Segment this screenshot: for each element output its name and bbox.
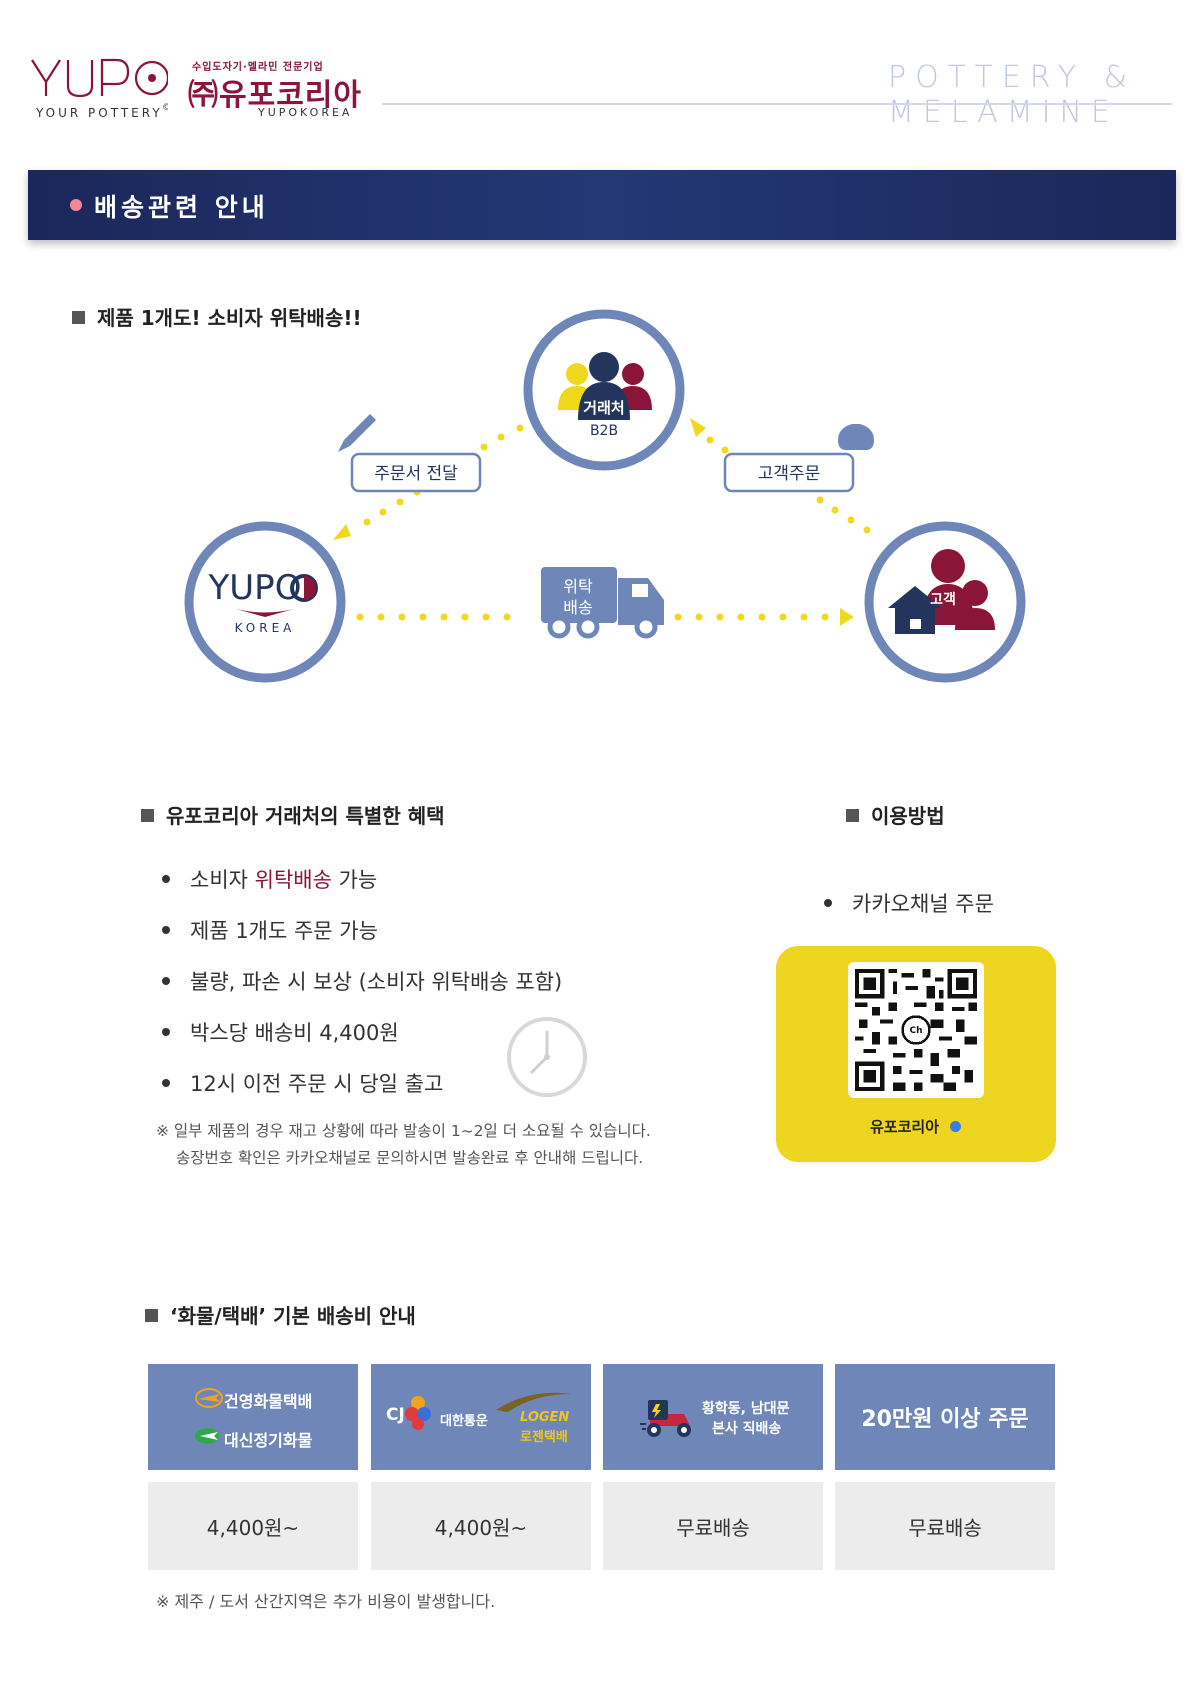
benefits-heading: 유포코리아 거래처의 특별한 혜택 <box>141 800 445 829</box>
svg-text:©: © <box>162 103 168 113</box>
truck-logo-icon <box>195 1428 219 1444</box>
bullet-icon <box>824 899 832 907</box>
qr-code-pattern <box>855 969 977 1091</box>
carrier-header-kyungdong <box>148 1364 358 1470</box>
carrier-name-1a: 건영화물택배 <box>224 1392 313 1411</box>
header-right-text: POTTERY & MELAMINE <box>888 60 1136 130</box>
bullet-icon <box>162 977 170 985</box>
customer-order-label: 고객주문 <box>758 464 821 484</box>
price-cell-2: 4,400원~ <box>371 1482 591 1570</box>
square-bullet-icon <box>141 809 154 822</box>
cj-brand: CJ <box>386 1405 405 1425</box>
brand-name: ㈜유포코리아 <box>188 78 362 113</box>
benefits-note-1: ※ 일부 제품의 경우 재고 상황에 따라 발송이 1~2일 더 소요될 수 있… <box>156 1122 651 1140</box>
yupo-node-sub: KOREA <box>235 621 296 635</box>
direct-delivery-line1: 황학동, 남대문 <box>702 1401 790 1417</box>
benefit-item: 박스당 배송비 4,400원 <box>162 1017 399 1047</box>
customer-node <box>864 521 1026 683</box>
benefit-item: 불량, 파손 시 보상 (소비자 위탁배송 포함) <box>162 966 562 996</box>
usage-heading: 이용방법 <box>846 800 945 829</box>
usage-item: 카카오채널 주문 <box>824 888 994 918</box>
yupo-logo: © <box>31 58 168 113</box>
yupo-node <box>184 521 346 683</box>
free-shipping-condition: 20만원 이상 주문 <box>861 1407 1029 1432</box>
price-cell-3: 무료배송 <box>603 1482 823 1570</box>
carrier-name-2a: 대한통운 <box>440 1414 488 1429</box>
consignment-heading: 제품 1개도! 소비자 위탁배송!! <box>72 302 362 331</box>
brand-english: YUPOKOREA <box>258 106 353 119</box>
square-bullet-icon <box>846 809 859 822</box>
price-cell-1: 4,400원~ <box>148 1482 358 1570</box>
clock-icon <box>507 1017 587 1097</box>
direct-delivery-line2: 본사 직배송 <box>712 1421 782 1437</box>
free-shipping-header: 20만원 이상 주문 <box>835 1364 1055 1470</box>
logo-subtitle: YOUR POTTERY <box>36 106 163 120</box>
delivery-scooter-icon <box>640 1400 691 1437</box>
b2b-label: 거래처 <box>583 399 624 417</box>
logen-swoosh-icon <box>496 1392 572 1412</box>
bullet-icon <box>162 926 170 934</box>
yupo-node-logo: YUPO <box>208 568 302 608</box>
logen-brand: LOGEN <box>520 1410 570 1425</box>
header-divider <box>382 103 1172 105</box>
bullet-icon <box>162 1079 170 1087</box>
cj-logo-icon <box>405 1396 431 1430</box>
kakao-channel-name: 유포코리아 <box>870 1118 940 1136</box>
brand-tagline: 수입도자기·멜라민 전문기업 <box>192 62 324 73</box>
truck-icon <box>541 567 664 639</box>
customer-label: 고객 <box>930 591 956 608</box>
consign-label-1: 위탁 <box>563 577 593 596</box>
money-bag-icon <box>838 424 874 450</box>
carrier-name-2b: 로젠택배 <box>520 1430 568 1445</box>
pencil-icon <box>338 414 376 452</box>
direct-delivery-header <box>603 1364 823 1470</box>
banner-title: 배송관련 안내 <box>94 193 269 222</box>
bullet-icon <box>162 1028 170 1036</box>
b2b-node <box>523 309 685 471</box>
money-symbol: $ <box>853 454 862 469</box>
verified-badge-icon <box>950 1121 961 1132</box>
section-banner <box>28 170 1176 240</box>
order-transfer-pill <box>350 452 482 493</box>
price-cell-4: 무료배송 <box>835 1482 1055 1570</box>
benefits-note-2: 송장번호 확인은 카카오채널로 문의하시면 발송완료 후 안내해 드립니다. <box>176 1149 644 1167</box>
benefit-item: 제품 1개도 주문 가능 <box>162 915 378 945</box>
square-bullet-icon <box>145 1309 158 1322</box>
b2b-sub-label: B2B <box>590 423 618 439</box>
banner-bullet <box>70 199 82 211</box>
square-bullet-icon <box>72 311 85 324</box>
benefit-item: 소비자 위탁배송 가능 <box>162 864 377 894</box>
qr-center-label: Ch <box>909 1026 923 1036</box>
bullet-icon <box>162 875 170 883</box>
shipping-heading: ‘화물/택배’ 기본 배송비 안내 <box>145 1300 416 1329</box>
consign-label-2: 배송 <box>563 598 592 617</box>
consignment-diagram: 거래처 B2B YUPO KOREA 고객 주문서 전달 고객주문 $ <box>184 309 1026 683</box>
benefit-item: 12시 이전 주문 시 당일 출고 <box>162 1068 443 1098</box>
airplane-icon <box>195 1388 223 1408</box>
carrier-name-1b: 대신정기화물 <box>224 1431 313 1450</box>
customer-order-pill <box>723 452 855 493</box>
order-transfer-label: 주문서 전달 <box>374 464 458 484</box>
shipping-note: ※ 제주 / 도서 산간지역은 추가 비용이 발생합니다. <box>156 1592 496 1611</box>
